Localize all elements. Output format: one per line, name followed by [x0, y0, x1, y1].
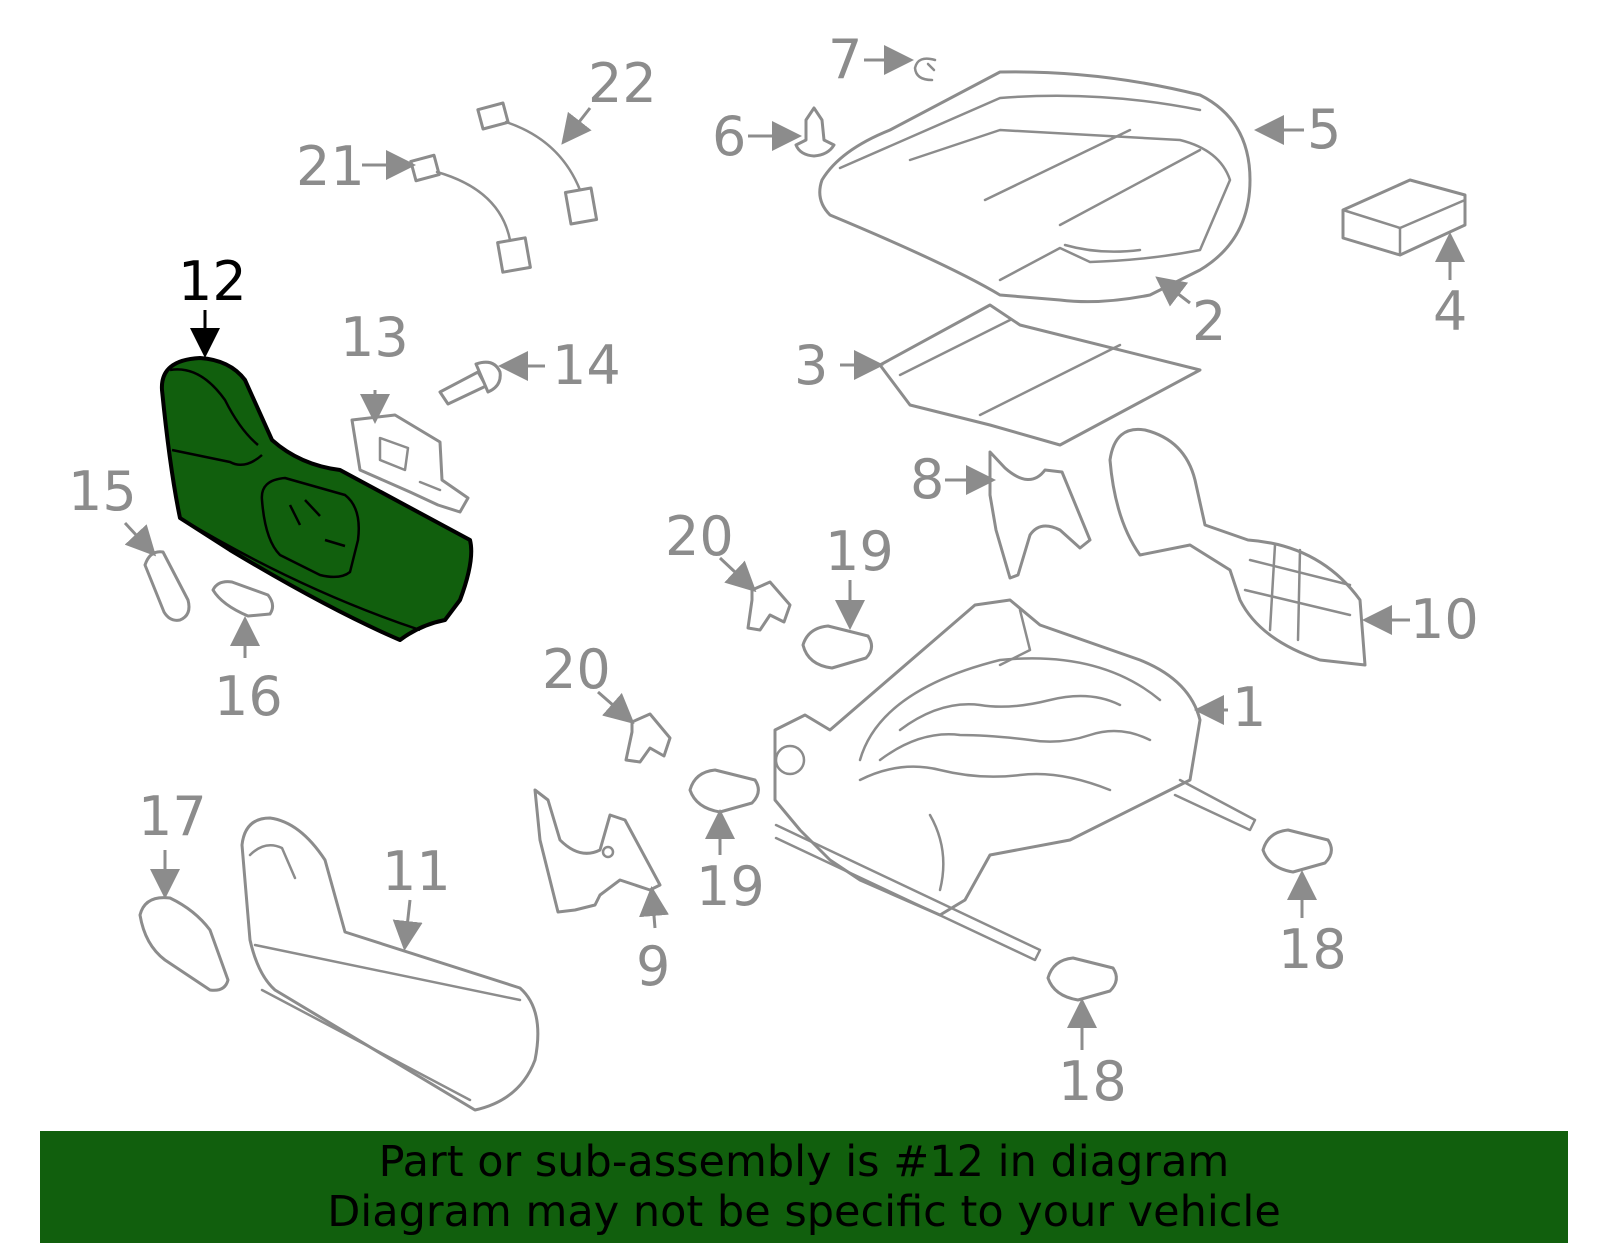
banner-line-1: Part or sub-assembly is #12 in diagram	[378, 1137, 1230, 1187]
callout-5: 5	[1307, 98, 1341, 161]
callout-9: 9	[636, 935, 670, 998]
callout-17: 17	[138, 785, 207, 848]
part-13-switch	[350, 413, 470, 514]
part-10-back-panel	[1108, 427, 1367, 667]
part-4-module	[1341, 178, 1467, 257]
leader-lines	[123, 45, 1465, 1050]
part-16-knob	[211, 580, 275, 618]
part-5-cushion-cover	[818, 70, 1252, 304]
callout-1: 1	[1232, 676, 1266, 739]
part-8-bracket	[988, 450, 1092, 580]
callout-12: 12	[178, 250, 247, 313]
callout-18b: 18	[1058, 1050, 1127, 1113]
callout-6: 6	[712, 105, 746, 168]
callout-11: 11	[382, 840, 451, 903]
part-19-cap-a	[801, 624, 873, 670]
part-15-knob	[143, 550, 191, 622]
callout-19b: 19	[696, 855, 765, 918]
part-6-clip	[794, 106, 836, 158]
callout-4: 4	[1433, 280, 1467, 343]
part-14-bolt	[438, 360, 502, 406]
callout-8: 8	[910, 448, 944, 511]
part-20-clip-a	[746, 580, 792, 632]
callout-7: 7	[828, 28, 862, 91]
part-22-harness	[476, 101, 599, 226]
callout-2: 2	[1192, 290, 1226, 353]
part-18-cap-b	[1046, 956, 1118, 1002]
callout-20a: 20	[665, 505, 734, 568]
part-9-bracket	[533, 788, 662, 914]
callout-10: 10	[1410, 588, 1479, 651]
callout-14: 14	[552, 334, 621, 397]
callout-19a: 19	[825, 520, 894, 583]
callout-15: 15	[68, 460, 137, 523]
callout-21: 21	[296, 135, 365, 198]
callout-13: 13	[340, 306, 409, 369]
callout-labels: 1 2 3 4 5 6 7 8 9 10 11 12 13 14 15 16 1…	[68, 28, 1479, 1113]
part-18-cap-a	[1261, 828, 1333, 874]
part-21-harness	[409, 153, 532, 274]
callout-20b: 20	[542, 638, 611, 701]
part-20-clip-b	[624, 712, 672, 764]
part-7-clip	[913, 57, 937, 82]
part-3-pad	[878, 303, 1202, 447]
callout-22: 22	[588, 52, 657, 115]
part-12-side-shield[interactable]	[159, 356, 474, 642]
callout-18a: 18	[1278, 918, 1347, 981]
callout-16: 16	[214, 665, 283, 728]
info-banner: Part or sub-assembly is #12 in diagram D…	[40, 1131, 1568, 1243]
part-11-side-shield	[240, 816, 540, 1112]
banner-line-2: Diagram may not be specific to your vehi…	[327, 1187, 1281, 1237]
part-19-cap-b	[688, 768, 760, 814]
part-17-knob	[138, 896, 230, 992]
callout-3: 3	[794, 334, 828, 397]
part-1-seat-frame	[773, 598, 1257, 962]
